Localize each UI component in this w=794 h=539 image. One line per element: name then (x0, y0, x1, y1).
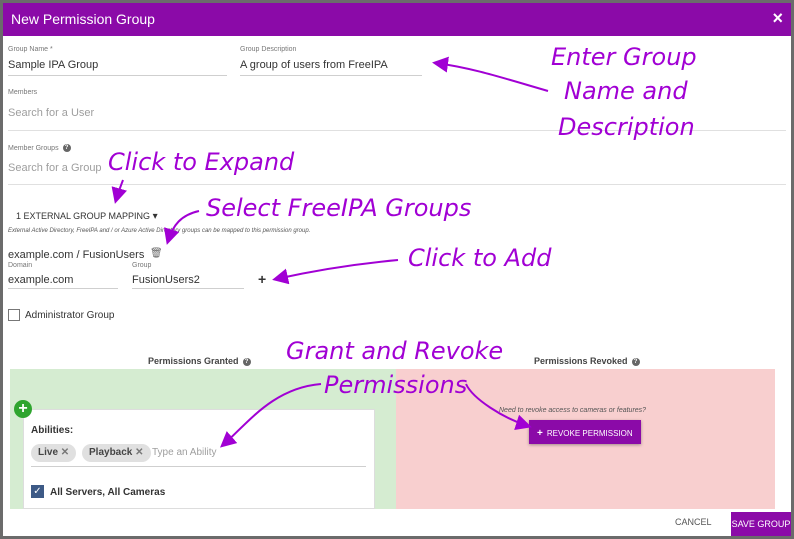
help-icon[interactable]: ? (62, 144, 71, 152)
plus-icon: + (537, 428, 543, 439)
group-input[interactable]: FusionUsers2 (132, 274, 200, 286)
annotation-click-expand: Click to Expand (108, 148, 295, 176)
existing-mapping: example.com / FusionUsers (8, 249, 145, 261)
external-mapping-toggle[interactable]: 1 EXTERNAL GROUP MAPPING ▾ (16, 211, 158, 222)
group-description-underline (240, 75, 422, 76)
divider (8, 130, 786, 131)
group-description-label: Group Description (240, 46, 297, 53)
external-mapping-description: External Active Directory, FreeIPA and /… (8, 228, 311, 234)
cancel-button[interactable]: CANCEL (675, 517, 712, 527)
divider (8, 184, 786, 185)
members-label: Members (8, 89, 38, 96)
group-label: Group (132, 262, 152, 269)
dialog-titlebar: New Permission Group × (3, 3, 791, 36)
arrow-to-add (272, 259, 399, 285)
domain-input[interactable]: example.com (8, 274, 74, 286)
abilities-label: Abilities: (31, 425, 74, 436)
permissions-granted-title: Permissions Granted? (148, 356, 251, 366)
help-icon[interactable]: ? (242, 357, 251, 366)
ability-card (23, 409, 375, 509)
annotation-arrows (111, 56, 549, 448)
annotation-description: Description (558, 113, 695, 141)
add-permission-icon[interactable]: + (14, 400, 32, 418)
annotation-name-and: Name and (564, 77, 688, 105)
group-name-label: Group Name * (8, 46, 53, 53)
members-search-input[interactable]: Search for a User (8, 107, 95, 119)
administrator-group-checkbox[interactable] (8, 309, 20, 321)
all-servers-label: All Servers, All Cameras (50, 487, 166, 498)
save-group-button[interactable]: SAVE GROUP (731, 512, 791, 536)
annotation-grant-revoke: Grant and Revoke (286, 337, 504, 365)
close-icon[interactable]: × (772, 8, 783, 28)
arrow-to-expand (111, 179, 127, 204)
arrow-to-abilities (219, 383, 322, 448)
member-groups-label: Member Groups? (8, 144, 71, 152)
ability-input[interactable]: Type an Ability (152, 447, 217, 458)
dialog-title: New Permission Group (11, 11, 155, 27)
annotation-permissions: Permissions (324, 371, 468, 399)
help-icon[interactable]: ? (631, 357, 640, 366)
ability-underline (31, 466, 366, 467)
administrator-group-label: Administrator Group (25, 310, 115, 321)
remove-icon[interactable]: ✕ (135, 447, 144, 458)
group-underline (132, 288, 244, 289)
all-servers-checkbox[interactable]: ✓ (31, 485, 44, 498)
group-name-input[interactable]: Sample IPA Group (8, 59, 99, 71)
arrow-to-groups (163, 210, 200, 245)
permissions-revoked-title: Permissions Revoked? (534, 356, 640, 366)
domain-label: Domain (8, 262, 33, 269)
arrow-to-revoke (465, 383, 532, 430)
remove-icon[interactable]: ✕ (60, 447, 70, 458)
chevron-down-icon: ▾ (152, 211, 158, 222)
dialog-footer (3, 509, 791, 536)
member-groups-search-input[interactable]: Search for a Group (8, 162, 102, 174)
group-description-input[interactable]: A group of users from FreeIPA (240, 59, 388, 71)
annotation-click-add: Click to Add (408, 244, 552, 272)
annotation-enter-group: Enter Group (551, 43, 697, 71)
revoke-permission-button[interactable]: +REVOKE PERMISSION (529, 420, 641, 444)
ability-chip-playback[interactable]: Playback ✕ (82, 444, 151, 462)
annotation-select-groups: Select FreeIPA Groups (206, 194, 472, 222)
delete-icon[interactable]: 🗑 (150, 248, 163, 259)
domain-underline (8, 288, 118, 289)
revoke-hint: Need to revoke access to cameras or feat… (499, 407, 647, 414)
add-mapping-button[interactable]: + (258, 271, 267, 287)
ability-chip-live[interactable]: Live ✕ (31, 444, 77, 462)
permission-group-dialog: New Permission Group × Group Name * Samp… (3, 3, 791, 536)
arrow-to-description (432, 56, 549, 92)
group-name-underline (8, 75, 227, 76)
